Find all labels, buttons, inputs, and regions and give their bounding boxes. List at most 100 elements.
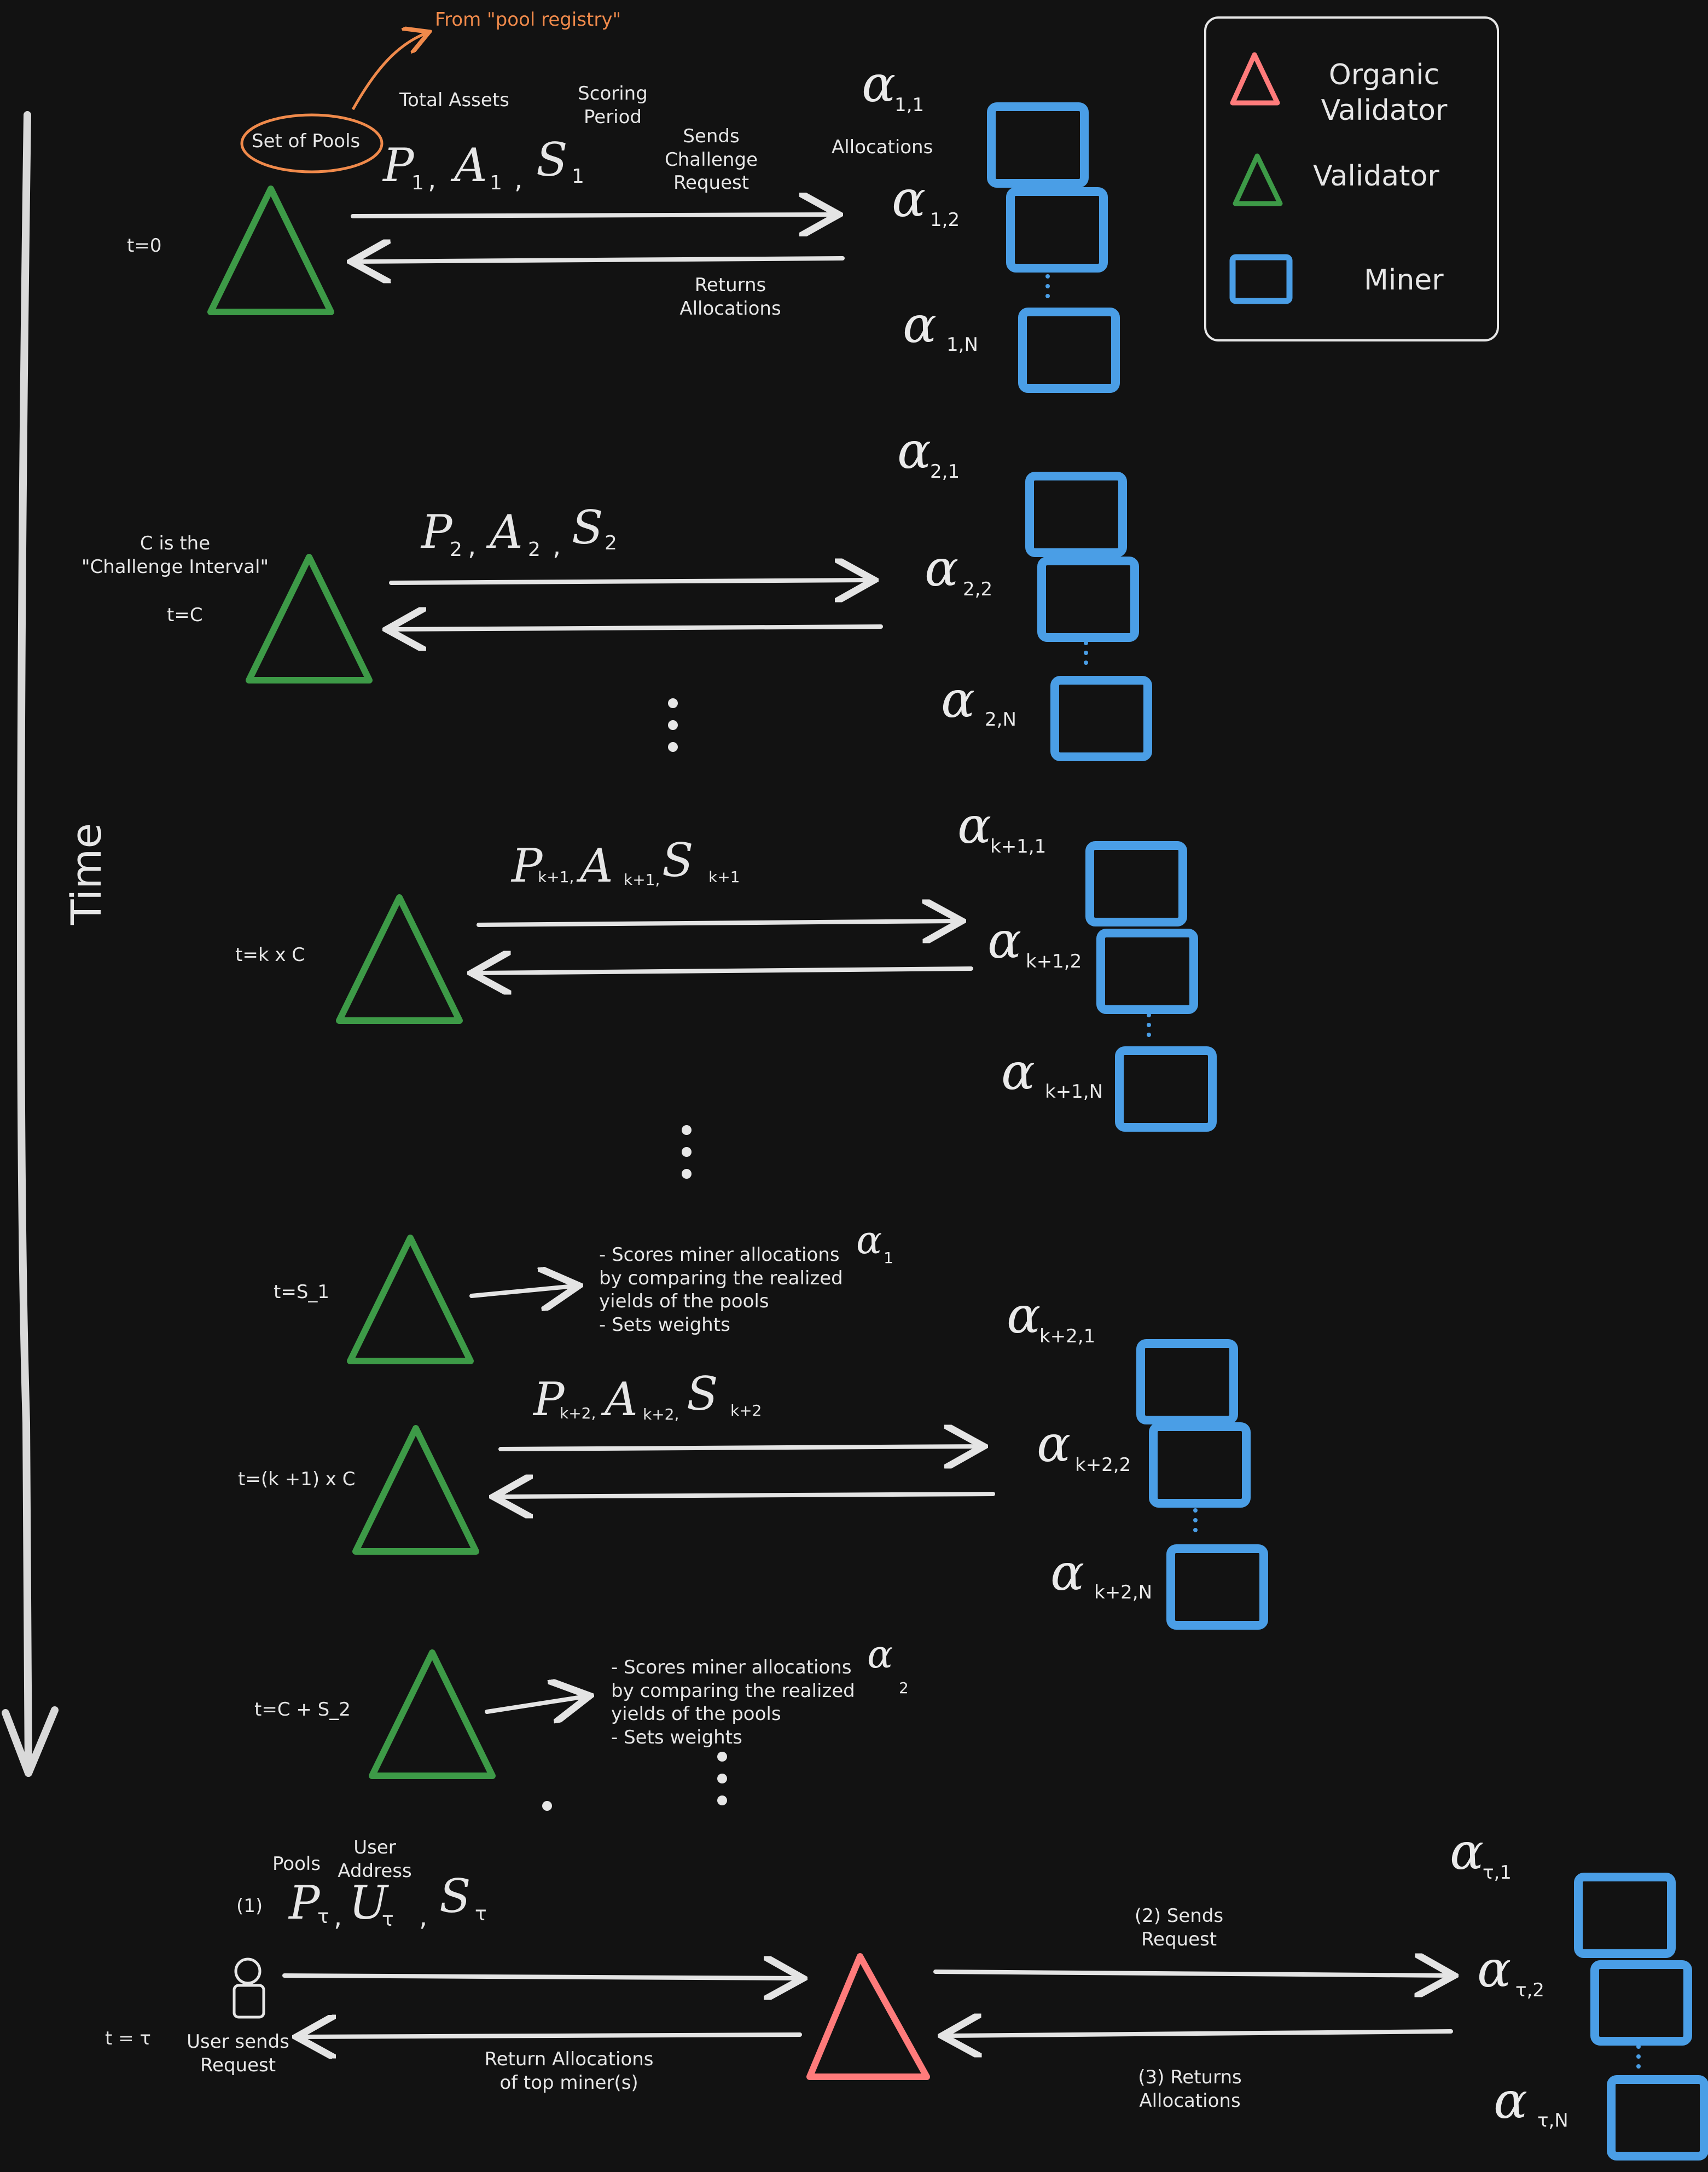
ellipsis-dots (542, 274, 1641, 2069)
time-axis-label: Time (62, 823, 111, 925)
challenge-interval-note: C is the "Challenge Interval" (81, 532, 269, 578)
scoring-alpha-1-sub: 1 (884, 1249, 893, 1267)
param-s-sub: τ (475, 1903, 487, 1925)
ellipsis-dot (717, 1774, 727, 1783)
param-s-sub: k+2 (730, 1401, 762, 1420)
validator-triangle (336, 894, 463, 1024)
param-a-sub: 2 (528, 538, 541, 561)
scoring-alpha-1: α (856, 1218, 882, 1262)
alpha-subscript: τ,1 (1483, 1862, 1512, 1884)
param-s: S (687, 1367, 719, 1421)
time-label-row1: t=0 (127, 235, 162, 257)
param-p-sub: k+1, (538, 868, 574, 886)
miner-box (1085, 841, 1187, 926)
miner-box (1574, 1873, 1676, 1958)
alpha-symbol: α (941, 670, 975, 729)
miner-box (1018, 308, 1120, 393)
ellipsis-dot (682, 1169, 692, 1179)
miner-ellipsis-dot (1193, 1528, 1198, 1532)
alpha-subscript: k+1,N (1045, 1081, 1103, 1103)
organic-validator (806, 1953, 930, 2080)
message-arrow (933, 1972, 1450, 1976)
param-a-sub: k+1, (624, 871, 660, 889)
alpha-subscript: 1,2 (930, 209, 960, 231)
miner-ellipsis-dot (1193, 1518, 1198, 1522)
organic-time-label: t = τ (105, 2028, 151, 2049)
alpha-symbol: α (897, 421, 932, 480)
legend-miner-label: Miner (1364, 264, 1444, 297)
alpha-symbol: α (1037, 1415, 1071, 1473)
miner-ellipsis-dot (1045, 274, 1050, 279)
scoring-alpha-2: α (867, 1632, 893, 1677)
alpha-symbol: α (862, 55, 896, 113)
miner-ellipsis-dot (1147, 1023, 1151, 1027)
alpha-subscript: k+2,N (1094, 1582, 1153, 1603)
alpha-subscript: 2,1 (930, 461, 960, 483)
step1-label: (1) (236, 1895, 263, 1917)
legend-organic-validator-label: Organic Validator (1321, 59, 1448, 127)
alpha-subscript: 2,2 (963, 578, 993, 600)
alpha-subscript: k+2,2 (1075, 1454, 1131, 1476)
param-comma: , (334, 1902, 342, 1932)
ellipsis-dot (668, 742, 678, 752)
param-s-sub: 1 (572, 165, 584, 188)
param-p: P (421, 505, 454, 559)
miner-box (1096, 929, 1198, 1014)
message-arrow (469, 1286, 574, 1296)
miner-ellipsis-dot (1147, 1033, 1151, 1037)
miner-ellipsis-dot (1084, 651, 1088, 655)
param-p: P (533, 1372, 566, 1426)
param-a: A (490, 505, 524, 559)
miner-box (1050, 676, 1152, 761)
time-label-scoring1: t=S_1 (274, 1281, 330, 1303)
miners (987, 102, 1708, 2161)
alpha-symbol: α (1007, 1286, 1041, 1345)
miner-box (1590, 1960, 1692, 2046)
miner-box (1006, 187, 1108, 273)
miner-box (987, 102, 1089, 188)
message-arrow (485, 1696, 585, 1712)
legend-organic-validator-icon (1230, 52, 1280, 106)
param-a: A (454, 138, 489, 192)
alpha-symbol: α (957, 796, 992, 855)
alpha-symbol: α (1477, 1940, 1512, 1999)
miner-box (1025, 472, 1127, 557)
miner-ellipsis-dot (1045, 294, 1050, 298)
allocations-label: Allocations (832, 136, 933, 158)
miner-ellipsis-dot (1636, 2064, 1641, 2069)
miner-ellipsis-dot (1147, 1013, 1151, 1017)
alpha-symbol: α (1450, 1822, 1484, 1881)
message-arrow (389, 580, 870, 583)
time-axis (2, 111, 59, 1777)
message-arrow (477, 921, 957, 925)
alpha-subscript: τ,2 (1515, 1979, 1544, 2001)
param-s: S (572, 501, 605, 554)
param-p-sub: k+2, (560, 1404, 596, 1422)
scoring-period-label: Scoring Period (578, 83, 648, 128)
miner-ellipsis-dot (1636, 2054, 1641, 2059)
miner-ellipsis-dot (1193, 1508, 1198, 1513)
scoring-note-1: - Scores miner allocations by comparing … (599, 1244, 843, 1336)
param-s: S (439, 1869, 472, 1923)
time-label-row2: t=C (167, 604, 203, 626)
legend-validator-label: Validator (1313, 160, 1439, 193)
legend-miner-icon (1229, 254, 1293, 304)
param-comma: , (428, 164, 437, 195)
param-p: P (512, 839, 544, 893)
miner-ellipsis-dot (1636, 2044, 1641, 2049)
param-a: A (605, 1372, 639, 1426)
message-arrow (946, 2031, 1453, 2036)
message-arrow (301, 2035, 802, 2037)
user-sends-request-label: User sends Request (187, 2031, 289, 2076)
alpha-symbol: α (1050, 1543, 1085, 1602)
pools-label: Pools (272, 1853, 321, 1875)
param-u: U (349, 1876, 389, 1930)
sends-request-label: (2) Sends Request (1134, 1905, 1224, 1950)
user-icon (233, 1957, 265, 2019)
time-label-row3: t=k x C (235, 944, 305, 966)
alpha-subscript: k+1,1 (990, 836, 1047, 858)
param-comma: , (419, 1902, 428, 1932)
alpha-subscript: 1,N (946, 334, 978, 356)
validator-triangle (352, 1425, 479, 1555)
ellipsis-dot (682, 1147, 692, 1157)
